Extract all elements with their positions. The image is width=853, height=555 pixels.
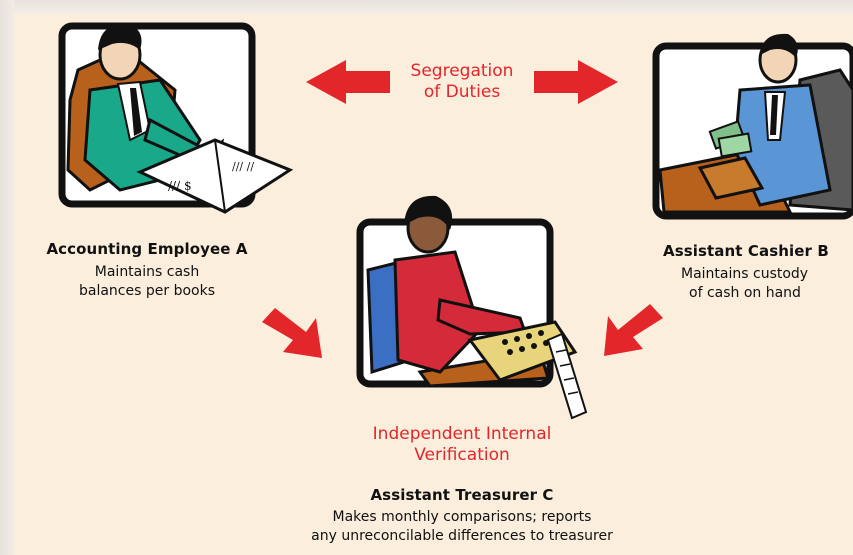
treasurer-c-name: Assistant Treasurer C — [370, 486, 554, 504]
cashier-b-desc1: Maintains custody — [681, 266, 809, 282]
employee-a-desc2: balances per books — [79, 283, 215, 299]
arrows — [262, 60, 663, 358]
svg-text:/// $: /// $ — [168, 179, 192, 193]
accounting-employee-illustration: /// $ /// // — [58, 22, 294, 214]
page-frame-left — [0, 0, 14, 555]
segregation-line2: of Duties — [423, 82, 501, 102]
employee-a-label: Accounting Employee A Maintains cash bal… — [22, 240, 272, 301]
page-frame-top — [0, 0, 853, 14]
segregation-line1: Segregation — [410, 61, 514, 81]
svg-text:/// //: /// // — [232, 160, 254, 173]
assistant-treasurer-illustration — [356, 195, 588, 420]
treasurer-c-label: Assistant Treasurer C Makes monthly comp… — [262, 486, 662, 546]
arrow-a-to-c — [262, 308, 322, 358]
independent-verification-label: Independent Internal Verification — [340, 424, 584, 466]
employee-a-name: Accounting Employee A — [46, 240, 248, 258]
segregation-left-arrow — [306, 60, 390, 104]
arrow-b-to-c — [604, 304, 663, 356]
verification-line2: Verification — [414, 445, 510, 465]
segregation-of-duties-label: Segregation of Duties — [393, 61, 531, 103]
employee-a-desc1: Maintains cash — [94, 264, 200, 280]
assistant-cashier-illustration — [652, 33, 853, 220]
cashier-b-name: Assistant Cashier B — [663, 242, 829, 260]
treasurer-c-desc1: Makes monthly comparisons; reports — [332, 509, 592, 525]
segregation-right-arrow — [534, 60, 618, 104]
cashier-b-desc2: of cash on hand — [689, 285, 801, 301]
treasurer-c-desc2: any unreconcilable differences to treasu… — [311, 528, 613, 544]
verification-line1: Independent Internal — [372, 424, 552, 444]
cashier-b-label: Assistant Cashier B Maintains custody of… — [655, 242, 853, 303]
